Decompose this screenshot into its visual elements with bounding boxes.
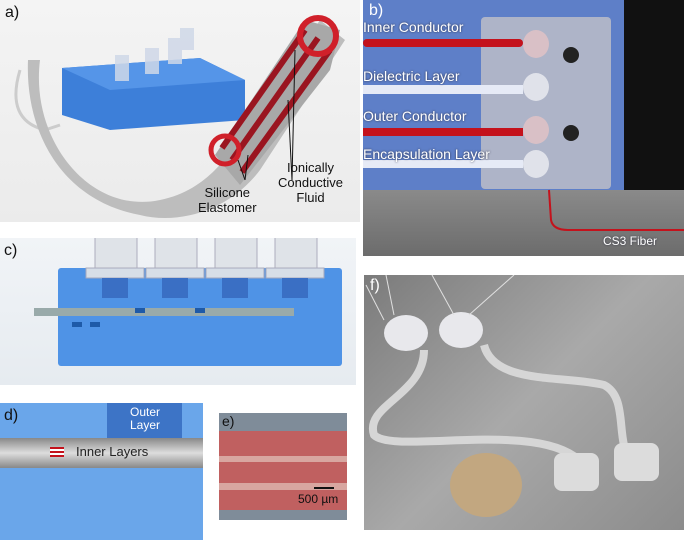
- panel-label: b): [369, 2, 384, 19]
- dielectric-layer-label: Dielectric Layer: [363, 68, 460, 84]
- panel-label: a): [5, 4, 20, 21]
- panel-label: c): [4, 242, 18, 259]
- panel-d: d) Outer Layer Inner Layers: [0, 403, 203, 540]
- hole: [563, 125, 579, 141]
- fitting: [523, 30, 549, 58]
- table-surface: [363, 190, 684, 256]
- outer-layer-channel: [107, 403, 182, 440]
- label-line: Fluid: [296, 190, 325, 205]
- stripe: [219, 483, 347, 490]
- fitting: [523, 150, 549, 178]
- outer-conductor-label: Outer Conductor: [363, 108, 467, 124]
- stripe: [219, 413, 347, 431]
- panel-label: e): [222, 413, 235, 429]
- label-line: Outer: [130, 405, 161, 419]
- label-line: Conductive: [278, 175, 344, 190]
- fitting: [523, 116, 549, 144]
- scale-bar: [314, 487, 334, 489]
- inner-conductor-tube: [363, 39, 523, 47]
- panel-b: b) Inner Conductor Dielectric Layer Oute…: [363, 0, 684, 256]
- stripe: [219, 510, 347, 520]
- label-line: Silicone: [204, 185, 251, 200]
- outer-layer-label: Outer Layer: [130, 406, 160, 432]
- cs3-fiber-label: CS3 Fiber: [603, 234, 658, 248]
- cs3-fiber: [548, 189, 684, 231]
- label-line: Elastomer: [198, 200, 257, 215]
- background-dark: [624, 0, 684, 190]
- silicone-elastomer-label: Silicone Elastomer: [198, 185, 257, 215]
- outer-conductor-tube: [363, 128, 523, 136]
- panel-a: a) Silicone Elastomer Ionically Conducti…: [0, 0, 360, 222]
- fitting: [523, 73, 549, 101]
- encapsulation-layer-label: Encapsulation Layer: [363, 146, 490, 162]
- inner-layers-icon: [50, 447, 64, 457]
- scale-bar-label: 500 µm: [298, 492, 339, 506]
- inner-conductor-label: Inner Conductor: [363, 19, 464, 35]
- label-line: Ionically: [287, 160, 334, 175]
- panel-f: f): [364, 275, 684, 530]
- panel-e: e) 500 µm: [219, 413, 347, 520]
- dielectric-tube: [363, 85, 523, 94]
- hole: [563, 47, 579, 63]
- stripe: [219, 456, 347, 462]
- label-line: Layer: [130, 418, 161, 432]
- coaxial-fiber-render: [14, 15, 346, 218]
- panel-label: f): [370, 277, 380, 294]
- panel-label: d): [4, 407, 19, 424]
- nozzle-tube: [0, 438, 203, 468]
- encapsulation-tube: [363, 160, 523, 168]
- print-head-cross-section: [34, 238, 342, 366]
- inner-layers-label: Inner Layers: [76, 444, 149, 459]
- panel-c: c): [0, 238, 356, 385]
- ionic-fluid-label: Ionically Conductive Fluid: [278, 160, 343, 205]
- printed-device-photo: [365, 275, 659, 517]
